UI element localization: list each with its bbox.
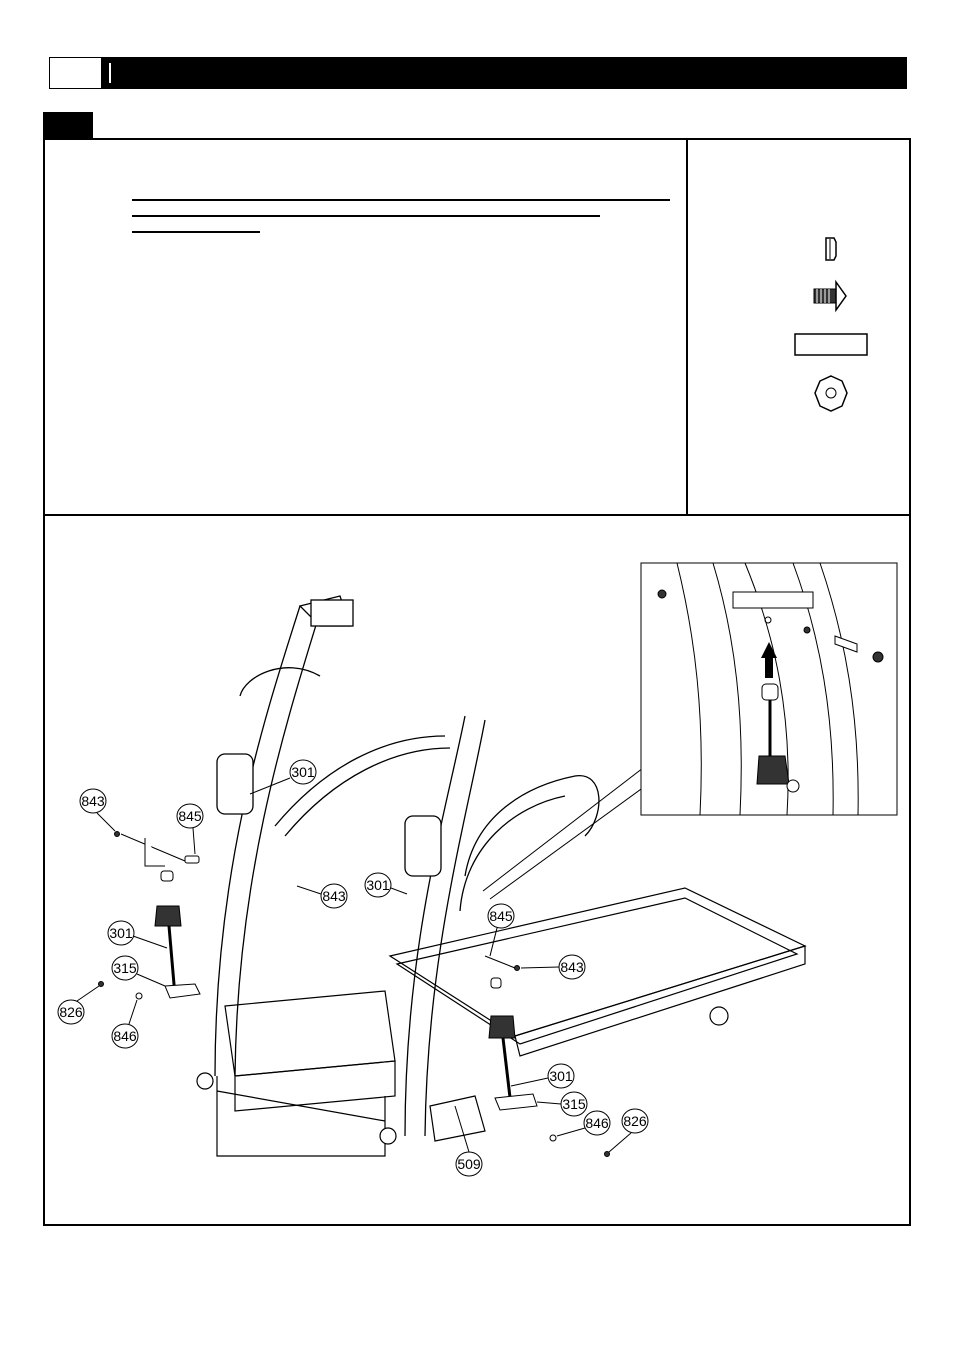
- callout-315-a: 315: [111, 955, 166, 987]
- instruction-underline-3: [132, 231, 260, 233]
- svg-text:301: 301: [366, 877, 390, 893]
- left-dampener-parts: [98, 831, 201, 1000]
- treadmill-diagram: 843 845 301 843 301 301 315 826 846 845 …: [57, 562, 898, 1177]
- instruction-underline-1: [132, 199, 670, 201]
- callout-301-a: 301: [249, 759, 317, 795]
- panel-divider: [686, 138, 688, 516]
- svg-text:509: 509: [457, 1156, 481, 1172]
- svg-text:843: 843: [322, 888, 346, 904]
- svg-text:301: 301: [291, 764, 315, 780]
- callout-315-b: 315: [536, 1091, 588, 1117]
- callout-843-b: 843: [296, 883, 348, 909]
- svg-text:845: 845: [489, 908, 513, 924]
- callout-846-b: 846: [556, 1110, 611, 1137]
- svg-text:843: 843: [560, 959, 584, 975]
- part-callouts: 843 845 301 843 301 301 315 826 846 845 …: [57, 759, 649, 1177]
- callout-843-c: 843: [520, 954, 586, 980]
- bolt-icon: [813, 279, 847, 313]
- svg-text:843: 843: [81, 793, 105, 809]
- svg-text:826: 826: [59, 1004, 83, 1020]
- diagram-panel: [43, 514, 911, 1226]
- callout-301-c: 301: [107, 920, 168, 949]
- step-tab: [43, 112, 93, 139]
- svg-text:315: 315: [113, 960, 137, 976]
- page-number-box: [49, 57, 101, 89]
- detail-inset: [640, 562, 898, 816]
- callout-845-b: 845: [487, 903, 515, 957]
- svg-text:315: 315: [562, 1096, 586, 1112]
- svg-text:846: 846: [585, 1115, 609, 1131]
- washer-icon: [814, 375, 848, 412]
- svg-text:301: 301: [549, 1068, 573, 1084]
- svg-text:845: 845: [178, 808, 202, 824]
- instruction-underline-2: [132, 215, 600, 217]
- callout-843-a: 843: [79, 788, 116, 832]
- callout-845-a: 845: [176, 803, 204, 855]
- right-dampener-parts: [484, 955, 610, 1157]
- callout-846-a: 846: [111, 999, 139, 1049]
- callout-509: 509: [454, 1105, 483, 1177]
- section-header-bar: [101, 57, 907, 89]
- wrench-bar-icon: [794, 333, 868, 356]
- callout-826-b: 826: [608, 1108, 649, 1153]
- callout-301-b: 301: [364, 872, 408, 898]
- spacer-icon: [825, 237, 837, 261]
- svg-text:826: 826: [623, 1113, 647, 1129]
- upright-frame: [214, 595, 600, 1137]
- treadmill-deck: [196, 887, 807, 1157]
- svg-text:301: 301: [109, 925, 133, 941]
- hardware-panel: [794, 237, 868, 412]
- callout-301-d: 301: [510, 1063, 575, 1089]
- callout-826-a: 826: [57, 985, 100, 1025]
- svg-text:846: 846: [113, 1028, 137, 1044]
